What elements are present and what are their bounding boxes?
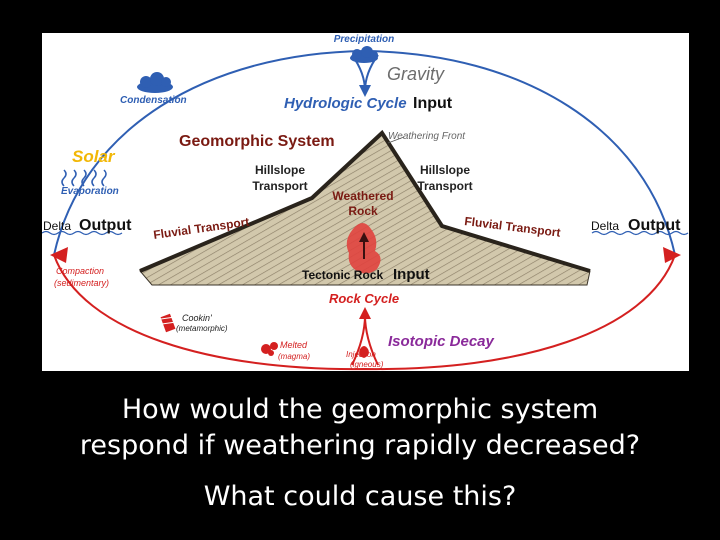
melted-label-line1: Melted: [280, 340, 308, 350]
condensation-cloud-icon: [137, 72, 173, 93]
hillslope-transport-left-line1: Hillslope: [255, 163, 305, 177]
compaction-label-line2: (sedimentary): [54, 278, 109, 288]
compaction-label-line1: Compaction: [56, 266, 104, 276]
delta-right-label: Delta: [591, 219, 619, 233]
cookin-rock-icon: [161, 314, 176, 332]
condensation-label: Condensation: [120, 95, 187, 106]
melted-label-line2: (magma): [278, 352, 310, 361]
solar-label: Solar: [72, 147, 116, 166]
output-left-label: Output: [79, 217, 132, 234]
weathering-front-label: Weathering Front: [388, 131, 466, 142]
question-text: How would the geomorphic system respond …: [0, 392, 720, 464]
question-line-1: How would the geomorphic system: [0, 392, 720, 428]
rock-cycle-arrowhead-left: [50, 247, 68, 263]
isotopic-decay-arrowhead: [359, 307, 371, 319]
geomorphic-system-label: Geomorphic System: [179, 133, 335, 150]
gravity-label: Gravity: [387, 64, 445, 84]
cookin-label-line2: (metamorphic): [176, 324, 228, 333]
follow-up-question: What could cause this?: [0, 480, 720, 514]
isotopic-decay-label: Isotopic Decay: [388, 333, 495, 350]
geomorphic-system-diagram: Precipitation Gravity Condensation Hydro…: [42, 33, 689, 371]
hillslope-transport-right-line2: Transport: [417, 179, 472, 193]
cookin-label-line1: Cookin': [182, 313, 212, 323]
melted-rock-icon: [261, 342, 278, 356]
hydrologic-input-label: Input: [413, 95, 453, 112]
weathered-rock-line1: Weathered: [332, 189, 393, 203]
hillslope-transport-right-line1: Hillslope: [420, 163, 470, 177]
precipitation-cloud-icon: [350, 46, 378, 63]
hydrologic-cycle-label: Hydrologic Cycle: [284, 95, 407, 112]
precipitation-label: Precipitation: [334, 34, 395, 45]
question-line-2: respond if weathering rapidly decreased?: [0, 428, 720, 464]
evaporation-label: Evaporation: [61, 186, 119, 197]
weathered-rock-line2: Rock: [348, 204, 378, 218]
delta-left-label: Delta: [43, 219, 71, 233]
tectonic-input-label: Input: [393, 266, 430, 283]
tectonic-rock-label: Tectonic Rock: [302, 268, 383, 282]
injection-label-line1: Injection: [346, 350, 376, 359]
output-right-label: Output: [628, 217, 681, 234]
rock-cycle-label: Rock Cycle: [329, 291, 399, 306]
injection-label-line2: (igneous): [350, 360, 384, 369]
hillslope-transport-left-line2: Transport: [252, 179, 307, 193]
